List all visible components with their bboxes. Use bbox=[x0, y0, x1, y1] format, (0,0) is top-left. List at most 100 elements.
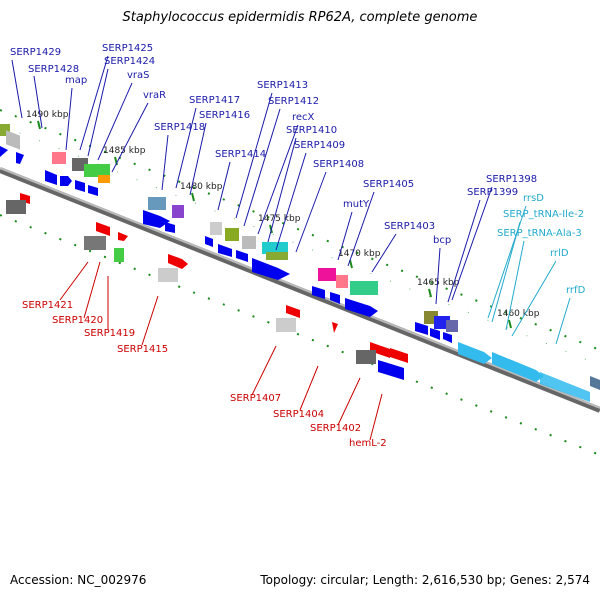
reverse-gene[interactable] bbox=[286, 305, 300, 318]
forward-gene-label: SERP1416 bbox=[199, 110, 250, 121]
reverse-gene[interactable] bbox=[370, 342, 390, 358]
label-leader-line bbox=[97, 82, 133, 161]
kbp-tick-mark bbox=[349, 259, 353, 269]
rna-gene-label: SERP_tRNA-Ile-2 bbox=[503, 209, 584, 220]
kbp-tick-mark bbox=[191, 192, 195, 202]
forward-gene[interactable] bbox=[430, 328, 440, 340]
label-leader-line bbox=[337, 211, 353, 261]
forward-gene[interactable] bbox=[312, 286, 325, 299]
kbp-tick-mark bbox=[508, 319, 512, 329]
forward-gene-label: SERP1410 bbox=[286, 125, 337, 136]
rna-gene-label: rrfD bbox=[566, 285, 586, 296]
reverse-gene[interactable] bbox=[118, 232, 128, 241]
forward-gene[interactable] bbox=[45, 170, 57, 185]
kbp-tick-label: 1480 kbp bbox=[180, 182, 223, 192]
forward-gene[interactable] bbox=[60, 176, 72, 186]
rna-gene-label: rrlD bbox=[550, 248, 569, 259]
rna-features bbox=[458, 342, 600, 402]
rrna-gene[interactable] bbox=[590, 376, 600, 390]
reverse-gene-label: SERP1420 bbox=[52, 315, 103, 326]
cds-block bbox=[210, 222, 222, 235]
reverse-gene-label: SERP1402 bbox=[310, 423, 361, 434]
forward-gene-label: map bbox=[65, 75, 87, 86]
forward-gene-label: SERP1424 bbox=[104, 56, 155, 67]
label-leader-line bbox=[161, 134, 169, 191]
forward-gene-label: SERP1412 bbox=[268, 96, 319, 107]
forward-gene-label: SERP1414 bbox=[215, 149, 266, 160]
reverse-gene[interactable] bbox=[390, 348, 408, 363]
label-leader-line bbox=[11, 59, 23, 119]
cds-block bbox=[98, 175, 110, 183]
genome-backbone bbox=[0, 167, 600, 413]
forward-gene[interactable] bbox=[0, 146, 8, 157]
rrna-gene[interactable] bbox=[458, 342, 492, 364]
function-blocks bbox=[0, 124, 458, 364]
forward-gene-label: SERP1418 bbox=[154, 122, 205, 133]
forward-gene[interactable] bbox=[236, 250, 248, 262]
reverse-gene[interactable] bbox=[96, 222, 110, 236]
cds-block bbox=[158, 268, 178, 282]
forward-gene[interactable] bbox=[252, 258, 290, 280]
forward-gene-label: vraS bbox=[127, 70, 150, 81]
cds-block bbox=[242, 236, 256, 249]
cds-block bbox=[6, 200, 26, 214]
label-leader-line bbox=[435, 247, 441, 305]
label-leader-line bbox=[505, 240, 525, 331]
label-leader-line bbox=[79, 55, 109, 151]
genome-backbone-highlight bbox=[0, 167, 600, 409]
kbp-tick-label: 1485 kbp bbox=[103, 146, 146, 156]
forward-gene[interactable] bbox=[345, 298, 378, 317]
forward-gene[interactable] bbox=[75, 180, 85, 192]
label-leader-line bbox=[59, 261, 89, 301]
forward-gene[interactable] bbox=[218, 244, 232, 257]
kbp-tick-mark bbox=[428, 288, 432, 298]
accession-text: Accession: NC_002976 bbox=[10, 573, 147, 587]
label-leader-line bbox=[337, 377, 361, 426]
label-leader-line bbox=[295, 171, 327, 253]
kbp-tick-label: 1460 kbp bbox=[497, 309, 540, 319]
forward-gene-label: SERP1399 bbox=[467, 187, 518, 198]
forward-gene-label: SERP1409 bbox=[294, 140, 345, 151]
cds-block bbox=[266, 252, 288, 260]
forward-gene-label: bcp bbox=[433, 235, 451, 246]
label-leader-line bbox=[65, 87, 73, 151]
label-leader-line bbox=[299, 365, 319, 411]
rrna-gene[interactable] bbox=[492, 352, 544, 382]
cds-block bbox=[356, 350, 376, 364]
forward-gene-label: SERP1405 bbox=[363, 179, 414, 190]
forward-gene[interactable] bbox=[378, 360, 404, 380]
cds-block bbox=[114, 248, 124, 262]
reverse-gene-label: SERP1419 bbox=[84, 328, 135, 339]
forward-gene-label: mutY bbox=[343, 199, 370, 210]
label-leader-line bbox=[511, 260, 557, 337]
forward-strand-features bbox=[0, 146, 452, 380]
kbp-tick-mark bbox=[37, 120, 41, 130]
kbp-tick-label: 1475 kbp bbox=[258, 214, 301, 224]
label-leader-line bbox=[555, 297, 571, 345]
cds-block bbox=[6, 130, 20, 150]
label-leader-line bbox=[111, 102, 149, 173]
label-leader-line bbox=[447, 199, 481, 303]
cds-block bbox=[446, 320, 458, 332]
label-leader-line bbox=[217, 161, 231, 211]
forward-gene[interactable] bbox=[88, 185, 98, 196]
cds-block bbox=[148, 197, 166, 210]
cds-block bbox=[172, 205, 184, 218]
label-leader-line bbox=[33, 75, 43, 129]
cds-block bbox=[84, 236, 106, 250]
cds-block bbox=[225, 228, 239, 241]
label-leader-line bbox=[267, 137, 297, 243]
genome-summary-text: Topology: circular; Length: 2,616,530 bp… bbox=[260, 573, 590, 587]
cds-block bbox=[52, 152, 66, 164]
reverse-gene[interactable] bbox=[332, 322, 338, 333]
rrna-gene[interactable] bbox=[540, 372, 590, 402]
reverse-gene[interactable] bbox=[168, 254, 188, 269]
forward-gene[interactable] bbox=[165, 222, 175, 233]
forward-gene[interactable] bbox=[443, 332, 452, 343]
forward-gene[interactable] bbox=[16, 152, 24, 164]
forward-gene[interactable] bbox=[330, 292, 340, 304]
forward-gene[interactable] bbox=[415, 322, 428, 335]
forward-gene[interactable] bbox=[205, 236, 213, 247]
forward-gene[interactable] bbox=[143, 210, 170, 228]
